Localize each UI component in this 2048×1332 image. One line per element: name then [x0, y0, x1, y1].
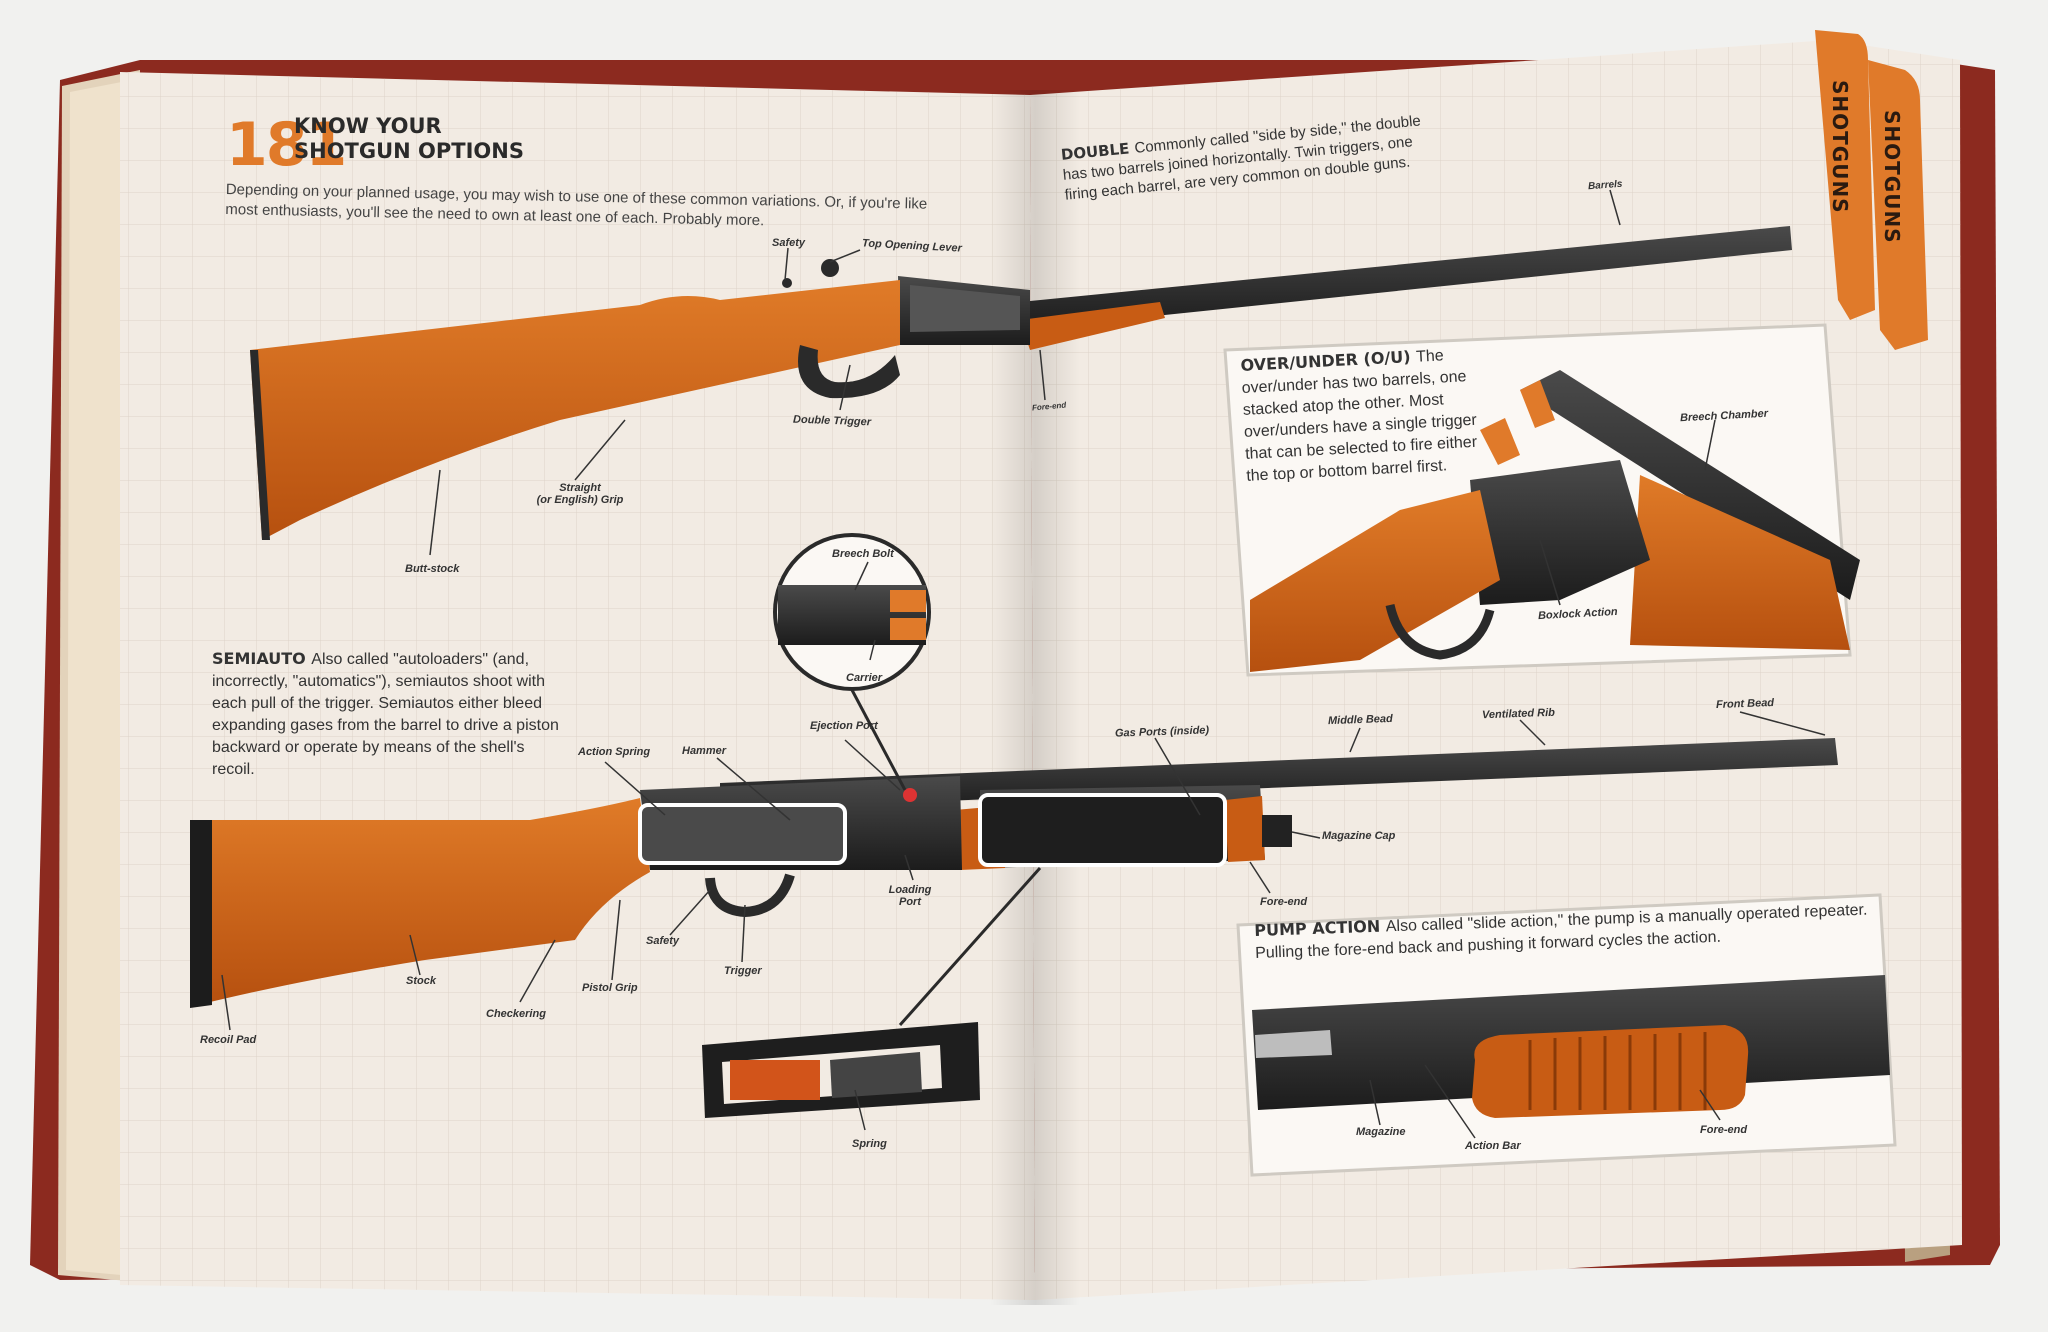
label-spring: Spring — [852, 1138, 887, 1150]
label-breech-bolt: Breech Bolt — [832, 548, 894, 560]
pump-heading: PUMP ACTION — [1254, 916, 1387, 940]
label-front-bead: Front Bead — [1715, 696, 1775, 712]
label-pistol-grip: Pistol Grip — [582, 982, 638, 994]
label-straight-grip-line1: Straight — [559, 482, 601, 494]
label-ventilated-rib: Ventilated Rib — [1481, 706, 1556, 722]
chapter-title: KNOW YOUR SHOTGUN OPTIONS — [294, 114, 554, 164]
chapter-title-line2: SHOTGUN OPTIONS — [294, 139, 524, 163]
chapter-tab-shotguns-2: SHOTGUNS — [1880, 110, 1904, 244]
label-fore-end-semi: Fore-end — [1260, 896, 1308, 908]
section-semiauto: SEMIAUTO Also called "autoloaders" (and,… — [212, 648, 562, 781]
label-straight-grip-line2: (or English) Grip — [536, 494, 624, 506]
section-over-under: OVER/UNDER (O/U) The over/under has two … — [1240, 342, 1487, 487]
label-ejection-port: Ejection Port — [810, 720, 878, 732]
label-hammer: Hammer — [682, 745, 727, 757]
label-action-bar: Action Bar — [1465, 1140, 1521, 1152]
chapter-number: 181 — [226, 110, 347, 180]
label-carrier: Carrier — [846, 672, 883, 684]
label-straight-grip: Straight (or English) Grip — [530, 482, 630, 506]
chapter-tab-shotguns: SHOTGUNS — [1828, 80, 1852, 214]
label-recoil-pad: Recoil Pad — [200, 1034, 257, 1046]
label-loading-port: Loading Port — [880, 884, 940, 908]
semiauto-body: Also called "autoloaders" (and, incorrec… — [212, 651, 559, 778]
label-checkering: Checkering — [486, 1008, 546, 1020]
label-butt-stock: Butt-stock — [405, 563, 460, 575]
label-loading-port-line2: Port — [899, 896, 921, 908]
label-loading-port-line1: Loading — [888, 884, 932, 896]
label-magazine: Magazine — [1356, 1126, 1406, 1138]
semiauto-heading: SEMIAUTO — [212, 649, 312, 668]
label-fore-end-pump: Fore-end — [1700, 1124, 1748, 1136]
label-action-spring: Action Spring — [578, 746, 651, 758]
chapter-title-line1: KNOW YOUR — [294, 114, 442, 138]
label-middle-bead: Middle Bead — [1327, 712, 1393, 728]
label-magazine-cap: Magazine Cap — [1322, 830, 1396, 842]
label-safety-semi: Safety — [646, 935, 680, 947]
label-trigger: Trigger — [724, 965, 762, 977]
label-stock: Stock — [406, 975, 436, 987]
label-safety: Safety — [772, 237, 806, 249]
